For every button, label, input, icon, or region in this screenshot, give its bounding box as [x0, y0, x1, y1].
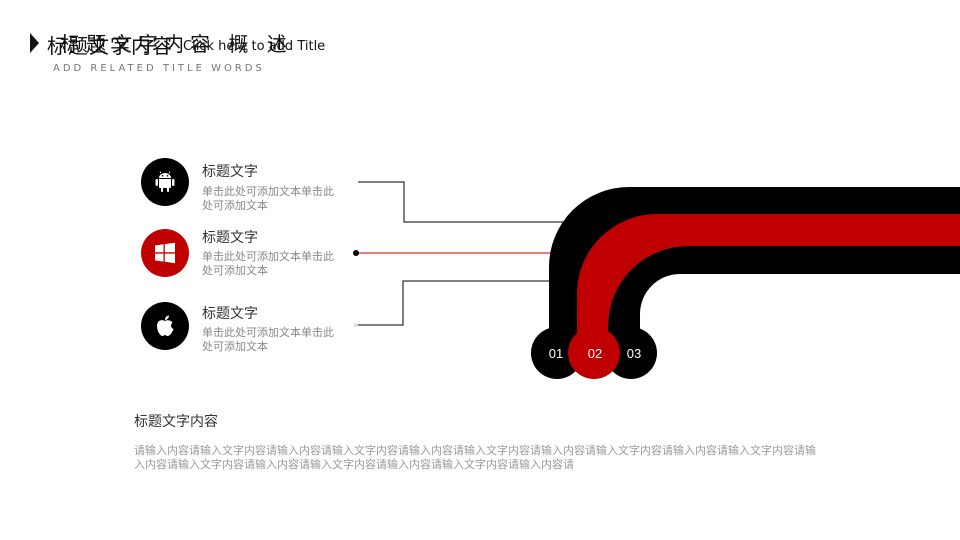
item-desc-3[interactable]: 单击此处可添加文本单击此处可添加文本 — [202, 326, 334, 353]
number-circle-01 — [531, 327, 583, 379]
connector-line-1 — [358, 181, 570, 223]
item-title-3[interactable]: 标题文字 — [202, 306, 258, 322]
bottom-description[interactable]: 请输入内容请输入文字内容请输入内容请输入文字内容请输入内容请输入文字内容请输入内… — [134, 444, 816, 471]
number-circle-02 — [568, 327, 620, 379]
windows-icon — [141, 229, 189, 277]
connector-dot-3 — [354, 323, 358, 327]
bottom-title[interactable]: 标题文字内容 — [134, 414, 218, 430]
page-subtitle: ADD RELATED TITLE WORDS — [53, 63, 265, 74]
connector-dot-2 — [353, 250, 359, 256]
page-title-overlay: 标题文字内容 概 述 — [60, 32, 293, 56]
number-circle-03 — [605, 327, 657, 379]
number-label-03: 03 — [627, 346, 641, 361]
apple-icon — [141, 302, 189, 350]
page-title[interactable]: 标题文字内容 — [47, 34, 173, 58]
item-title-2[interactable]: 标题文字 — [202, 230, 258, 246]
title-placeholder[interactable]: Click here to add Title — [183, 39, 326, 54]
item-desc-2[interactable]: 单击此处可添加文本单击此处可添加文本 — [202, 250, 334, 277]
connector-line-3 — [356, 280, 630, 326]
pipe-inner — [608, 246, 960, 350]
number-label-02: 02 — [588, 346, 602, 361]
item-title-1[interactable]: 标题文字 — [202, 164, 258, 180]
pipe-outer — [549, 187, 960, 350]
android-icon — [141, 158, 189, 206]
number-label-01: 01 — [549, 346, 563, 361]
item-desc-1[interactable]: 单击此处可添加文本单击此处可添加文本 — [202, 185, 334, 212]
pipe-middle — [577, 214, 960, 350]
title-arrow-icon — [30, 33, 39, 53]
